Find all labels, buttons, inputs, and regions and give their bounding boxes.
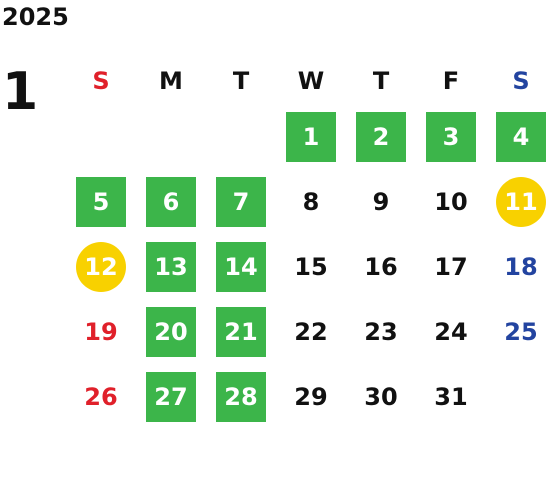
day-cell: 7	[206, 169, 276, 234]
day-cell: 18	[486, 234, 548, 299]
day-number[interactable]: 23	[364, 317, 398, 346]
day-cell: 6	[136, 169, 206, 234]
weekday-label: W	[297, 67, 325, 95]
day-cell: 29	[276, 364, 346, 429]
day-number[interactable]: 11	[496, 176, 546, 227]
day-cell: 8	[276, 169, 346, 234]
day-number[interactable]: 13	[146, 241, 196, 292]
weekday-label: S	[92, 67, 110, 95]
day-number[interactable]: 16	[364, 252, 398, 281]
day-number[interactable]: 18	[504, 252, 538, 281]
day-cell: 13	[136, 234, 206, 299]
day-number[interactable]: 25	[504, 317, 538, 346]
day-number[interactable]: 27	[146, 371, 196, 422]
day-number[interactable]: 22	[294, 317, 328, 346]
week-row: 12 13 14 15 16 17 18	[66, 234, 548, 299]
day-cell: 19	[66, 299, 136, 364]
day-number[interactable]: 24	[434, 317, 468, 346]
weekday-cell-1: M	[136, 58, 206, 104]
day-cell: 3	[416, 104, 486, 169]
day-number[interactable]: 2	[356, 111, 406, 162]
day-cell	[136, 104, 206, 169]
empty-day	[496, 372, 546, 422]
day-cell: 22	[276, 299, 346, 364]
day-number[interactable]: 3	[426, 111, 476, 162]
day-cell: 23	[346, 299, 416, 364]
day-cell	[206, 104, 276, 169]
weekday-cell-5: F	[416, 58, 486, 104]
day-number[interactable]: 15	[294, 252, 328, 281]
day-cell: 27	[136, 364, 206, 429]
weekday-cell-6: S	[486, 58, 548, 104]
day-number[interactable]: 12	[76, 241, 126, 292]
empty-day	[146, 112, 196, 162]
day-cell: 11	[486, 169, 548, 234]
weekday-label: F	[442, 67, 460, 95]
weekday-cell-0: S	[66, 58, 136, 104]
year-label: 2025	[2, 3, 69, 31]
weekday-header-row: S M T W T F S	[66, 58, 548, 104]
weekday-cell-2: T	[206, 58, 276, 104]
day-number[interactable]: 9	[372, 187, 390, 216]
day-cell: 28	[206, 364, 276, 429]
day-number[interactable]: 4	[496, 111, 546, 162]
day-cell: 9	[346, 169, 416, 234]
day-number[interactable]: 5	[76, 176, 126, 227]
day-number[interactable]: 14	[216, 241, 266, 292]
day-cell	[486, 364, 548, 429]
day-cell: 21	[206, 299, 276, 364]
day-cell: 25	[486, 299, 548, 364]
day-number[interactable]: 20	[146, 306, 196, 357]
weekday-label: T	[232, 67, 250, 95]
day-number[interactable]: 7	[216, 176, 266, 227]
day-cell: 31	[416, 364, 486, 429]
day-cell: 20	[136, 299, 206, 364]
day-cell: 5	[66, 169, 136, 234]
day-cell: 4	[486, 104, 548, 169]
day-number[interactable]: 17	[434, 252, 468, 281]
weekday-label: T	[372, 67, 390, 95]
day-cell: 24	[416, 299, 486, 364]
day-number[interactable]: 31	[434, 382, 468, 411]
weekday-cell-4: T	[346, 58, 416, 104]
day-number[interactable]: 1	[286, 111, 336, 162]
week-row: 26 27 28 29 30 31	[66, 364, 548, 429]
day-cell: 10	[416, 169, 486, 234]
day-number[interactable]: 26	[84, 382, 118, 411]
weekday-cell-3: W	[276, 58, 346, 104]
week-row: 19 20 21 22 23 24 25	[66, 299, 548, 364]
day-cell: 14	[206, 234, 276, 299]
day-number[interactable]: 21	[216, 306, 266, 357]
day-number[interactable]: 30	[364, 382, 398, 411]
weekday-label: M	[159, 67, 183, 95]
day-cell: 15	[276, 234, 346, 299]
day-cell: 30	[346, 364, 416, 429]
day-cell: 16	[346, 234, 416, 299]
day-cell: 17	[416, 234, 486, 299]
day-number[interactable]: 6	[146, 176, 196, 227]
month-label: 1	[2, 62, 39, 122]
day-cell: 26	[66, 364, 136, 429]
day-cell: 2	[346, 104, 416, 169]
day-number[interactable]: 28	[216, 371, 266, 422]
day-cell: 1	[276, 104, 346, 169]
weekday-label: S	[512, 67, 530, 95]
day-number[interactable]: 29	[294, 382, 328, 411]
empty-day	[216, 112, 266, 162]
day-number[interactable]: 10	[434, 187, 468, 216]
day-number[interactable]: 8	[302, 187, 320, 216]
day-cell	[66, 104, 136, 169]
day-cell: 12	[66, 234, 136, 299]
day-number[interactable]: 19	[84, 317, 118, 346]
empty-day	[76, 112, 126, 162]
